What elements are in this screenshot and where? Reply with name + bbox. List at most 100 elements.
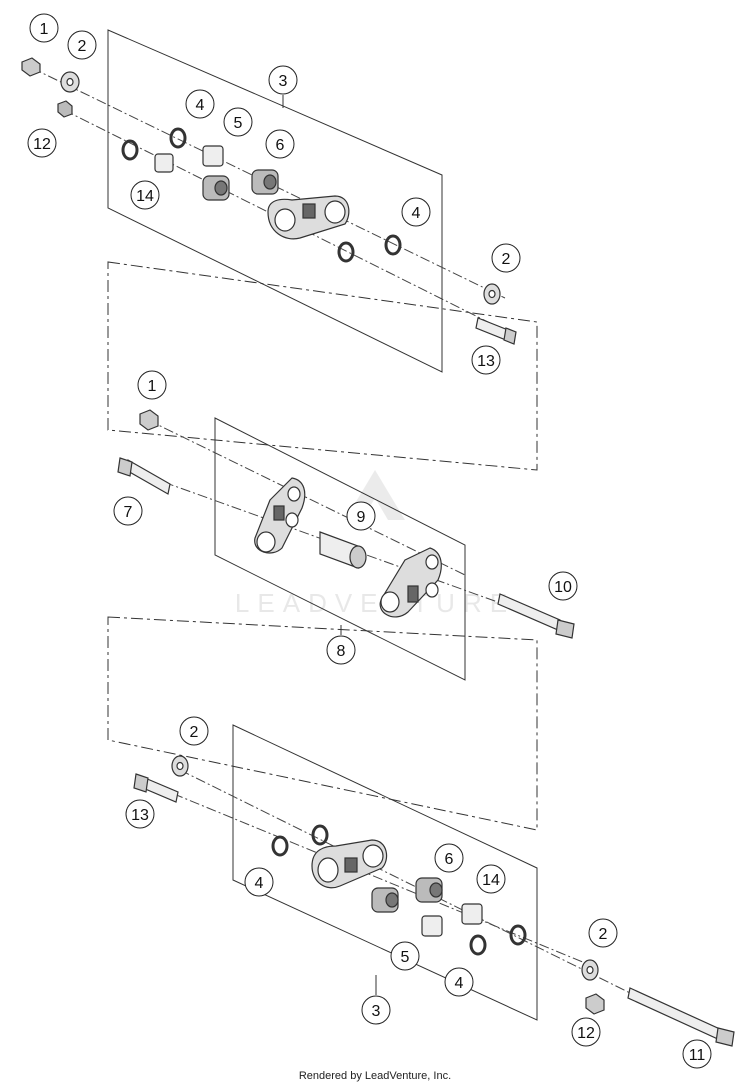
- callout-6: 6: [434, 843, 464, 873]
- bearing-icon: [202, 175, 230, 201]
- retaining-ring-icon: [271, 835, 289, 857]
- callout-6: 6: [265, 129, 295, 159]
- frame-bottom-dashed: [107, 616, 538, 831]
- callout-2: 2: [179, 716, 209, 746]
- washer-icon: [60, 71, 80, 93]
- callout-14: 14: [476, 864, 506, 894]
- callout-1: 1: [137, 370, 167, 400]
- nut-icon: [585, 993, 605, 1015]
- linkage-lever-icon: [311, 839, 388, 889]
- retaining-ring-icon: [337, 241, 355, 263]
- callout-2: 2: [67, 30, 97, 60]
- callout-2: 2: [588, 918, 618, 948]
- leader-lines: [282, 95, 377, 995]
- callout-13: 13: [125, 799, 155, 829]
- callout-label: 9: [357, 509, 366, 526]
- retaining-ring-icon: [509, 924, 527, 946]
- callout-8: 8: [326, 635, 356, 665]
- callout-label: 4: [412, 205, 421, 222]
- bolt-icon: [117, 457, 171, 495]
- callout-label: 4: [196, 97, 205, 114]
- bolt-icon: [627, 987, 735, 1047]
- retaining-ring-icon: [469, 934, 487, 956]
- bearing-icon: [251, 169, 279, 195]
- callout-11: 11: [682, 1039, 712, 1069]
- callout-label: 3: [279, 73, 288, 90]
- callout-7: 7: [113, 496, 143, 526]
- link-plate-icon: [379, 547, 442, 618]
- callout-label: 5: [234, 115, 243, 132]
- frame-middle: [214, 417, 466, 681]
- bushing-icon: [154, 153, 174, 173]
- retaining-ring-icon: [169, 127, 187, 149]
- bearing-icon: [415, 877, 443, 903]
- callout-label: 2: [599, 926, 608, 943]
- linkage-lever-icon: [267, 195, 350, 240]
- callout-4: 4: [444, 967, 474, 997]
- callout-label: 1: [148, 378, 157, 395]
- callouts: 1 2 3 4 5 6 12 14 4 2 13 1 7 9 10 8 2 13…: [27, 13, 712, 1069]
- group-frames: [107, 29, 538, 1021]
- bolt-icon: [133, 773, 179, 803]
- bolt-icon: [497, 593, 575, 639]
- washer-icon: [171, 755, 189, 777]
- callout-3: 3: [268, 65, 298, 95]
- frame-bottom: [232, 724, 538, 1021]
- watermark-text: LEADVENTURE: [235, 588, 515, 618]
- parts-top-group: [21, 57, 517, 345]
- callout-label: 14: [136, 188, 154, 205]
- rendered-by-credit: Rendered by LeadVenture, Inc.: [298, 1070, 452, 1082]
- callout-label: 12: [33, 136, 51, 153]
- nut-icon: [139, 409, 159, 431]
- callout-label: 12: [577, 1025, 595, 1042]
- callout-label: 11: [689, 1047, 706, 1064]
- spacer-sleeve-icon: [319, 531, 367, 569]
- callout-label: 13: [477, 353, 495, 370]
- callout-label: 1: [40, 21, 49, 38]
- callout-label: 6: [445, 851, 454, 868]
- callout-12: 12: [27, 128, 57, 158]
- retaining-ring-icon: [311, 824, 329, 846]
- parts-middle-group: [117, 409, 575, 639]
- callout-label: 4: [255, 875, 264, 892]
- bushing-icon: [421, 915, 443, 937]
- bearing-icon: [371, 887, 399, 913]
- callout-label: 6: [276, 137, 285, 154]
- callout-label: 3: [372, 1003, 381, 1020]
- washer-icon: [483, 283, 501, 305]
- callout-label: 14: [482, 872, 500, 889]
- callout-label: 7: [124, 504, 133, 521]
- callout-label: 2: [190, 724, 199, 741]
- callout-label: 8: [337, 643, 346, 660]
- frame-top-dashed: [107, 261, 538, 471]
- callout-label: 4: [455, 975, 464, 992]
- callout-5: 5: [223, 107, 253, 137]
- retaining-ring-icon: [384, 234, 402, 256]
- callout-2: 2: [491, 243, 521, 273]
- callout-4: 4: [185, 89, 215, 119]
- callout-12: 12: [571, 1017, 601, 1047]
- callout-9: 9: [346, 501, 376, 531]
- bolt-icon: [475, 317, 517, 345]
- callout-label: 10: [554, 579, 572, 596]
- callout-5: 5: [390, 941, 420, 971]
- callout-label: 2: [502, 251, 511, 268]
- callout-label: 5: [401, 949, 410, 966]
- retaining-ring-icon: [121, 139, 139, 161]
- callout-3: 3: [361, 995, 391, 1025]
- callout-label: 2: [78, 38, 87, 55]
- callout-4: 4: [401, 197, 431, 227]
- bushing-icon: [202, 145, 224, 167]
- washer-icon: [581, 959, 599, 981]
- parts-bottom-group: [133, 755, 735, 1047]
- callout-10: 10: [548, 571, 578, 601]
- callout-1: 1: [29, 13, 59, 43]
- callout-4: 4: [244, 867, 274, 897]
- nut-icon: [57, 100, 73, 118]
- bushing-icon: [461, 903, 483, 925]
- callout-14: 14: [130, 180, 160, 210]
- link-plate-icon: [254, 477, 306, 554]
- frame-top: [107, 29, 443, 373]
- nut-icon: [21, 57, 41, 77]
